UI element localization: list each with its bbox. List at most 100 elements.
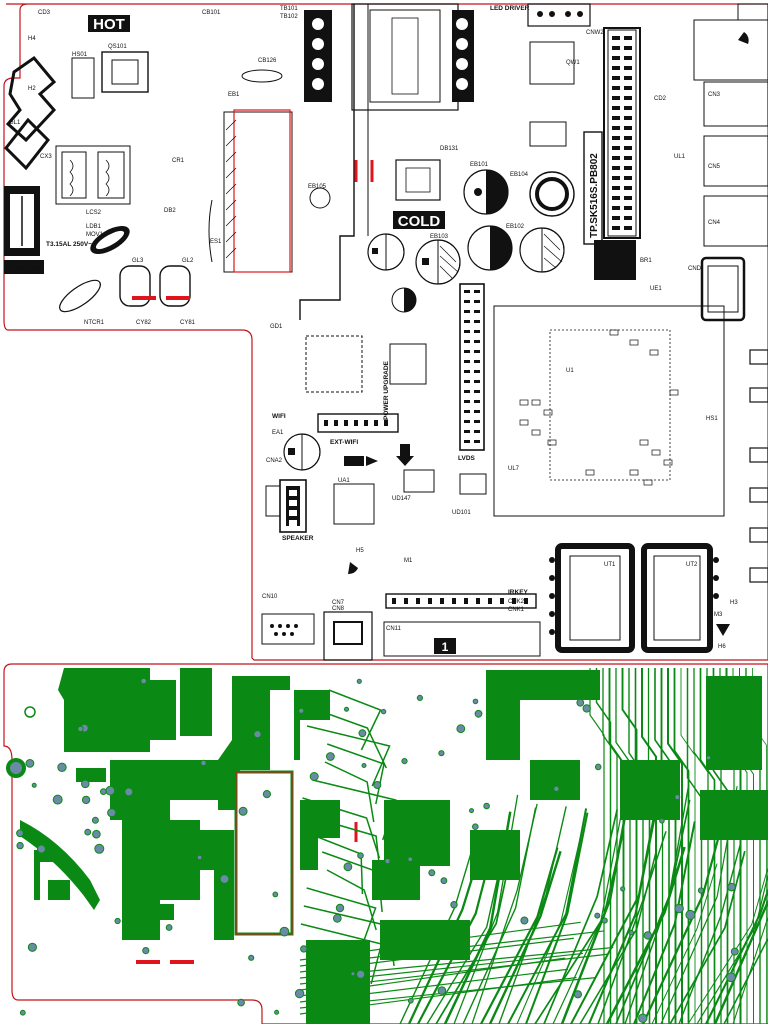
- heatsink-hs01: [71, 57, 95, 99]
- signal-trace: [302, 797, 381, 859]
- signal-trace: [647, 668, 664, 1024]
- signal-trace: [660, 668, 677, 1024]
- label-ul1: UL1: [674, 154, 686, 160]
- label-cd2: CD2: [654, 96, 667, 102]
- via: [300, 945, 308, 953]
- via: [248, 954, 255, 961]
- signal-trace: [435, 829, 517, 1024]
- section-led-driver: LED DRIVER: [490, 5, 530, 12]
- via: [726, 972, 736, 983]
- via: [219, 874, 230, 884]
- label-u1: U1: [566, 368, 574, 374]
- label-ud147: UD147: [392, 496, 411, 502]
- via: [643, 931, 652, 940]
- label-gl3: GL3: [132, 258, 144, 264]
- via: [81, 779, 90, 789]
- signal-trace: [739, 668, 754, 1024]
- mount-hole-h1-mark: [738, 32, 749, 44]
- via: [84, 828, 92, 836]
- capacitor-ea1: [283, 433, 321, 471]
- via: [25, 759, 35, 768]
- thermistor-ntcr1: [59, 279, 101, 313]
- connector-main-header: [603, 27, 641, 239]
- capacitor-eb107: [309, 187, 417, 313]
- label-br1: BR1: [640, 258, 652, 264]
- label-cn4: CN4: [708, 220, 721, 226]
- via: [272, 891, 279, 898]
- via: [94, 843, 105, 854]
- via: [456, 724, 466, 734]
- smd-badge: [344, 456, 364, 466]
- via: [573, 990, 583, 999]
- via: [253, 730, 262, 739]
- via: [196, 854, 203, 861]
- signal-trace: [696, 872, 768, 1024]
- signal-trace: [615, 668, 631, 1024]
- label-gl2: GL2: [182, 258, 194, 264]
- via: [380, 708, 387, 715]
- via: [262, 790, 271, 799]
- via: [124, 787, 134, 797]
- signal-trace: [417, 836, 497, 1024]
- top-board-outline: [3, 3, 768, 661]
- via: [401, 758, 408, 765]
- signal-trace: [324, 761, 375, 823]
- connector-main-header-pins: [612, 36, 632, 230]
- via: [105, 785, 116, 796]
- label-ea1: EA1: [272, 430, 284, 436]
- cold-label: COLD: [398, 213, 441, 230]
- label-gl1: GL1: [9, 120, 21, 126]
- via: [483, 802, 490, 810]
- via: [474, 709, 483, 718]
- crystal-cb126: [241, 69, 283, 83]
- signal-trace: [712, 668, 729, 1024]
- connector-number: 1: [442, 640, 449, 654]
- transformer-tb102: [452, 10, 474, 102]
- signal-trace: [299, 921, 581, 961]
- via: [36, 844, 46, 854]
- signal-trace: [752, 668, 767, 1024]
- via: [326, 752, 335, 761]
- signal-trace: [311, 707, 387, 769]
- via: [437, 986, 447, 995]
- via: [350, 971, 356, 977]
- label-ntcr1: NTCR1: [84, 320, 105, 326]
- via: [91, 816, 99, 824]
- via: [601, 917, 608, 924]
- via: [27, 942, 38, 952]
- via: [576, 698, 585, 707]
- signal-trace: [525, 812, 589, 1024]
- via: [553, 785, 560, 792]
- soc-smd-parts: [519, 329, 679, 486]
- signal-trace: [667, 668, 683, 1024]
- label-h2: H2: [28, 86, 36, 92]
- label-m1: M1: [404, 558, 413, 564]
- via: [200, 759, 207, 767]
- hot-badge: [88, 15, 130, 32]
- via: [697, 887, 705, 894]
- capacitor-eb101: [463, 169, 509, 215]
- label-mov1: MOV1: [86, 232, 104, 238]
- section-lvds: LVDS: [458, 455, 476, 462]
- signal-trace: [328, 689, 382, 751]
- via: [238, 806, 248, 816]
- via: [520, 916, 529, 925]
- model-label-box: [583, 131, 603, 245]
- via: [237, 998, 245, 1007]
- via: [358, 729, 367, 738]
- label-cnk2: CNK2: [508, 599, 525, 605]
- label-cr1: CR1: [172, 158, 185, 164]
- via: [107, 808, 117, 818]
- tuner-ut2: [641, 543, 713, 653]
- via: [730, 947, 739, 956]
- signal-trace: [589, 668, 605, 1024]
- via: [31, 782, 37, 788]
- signal-trace: [713, 897, 768, 1024]
- connector-cn7: [323, 611, 373, 661]
- choke-lcs2: [55, 145, 131, 205]
- label-h6: H6: [718, 644, 726, 650]
- label-cx3: CX3: [40, 154, 52, 160]
- via: [674, 794, 681, 801]
- bridge-gl3: [119, 265, 151, 307]
- via: [114, 917, 121, 925]
